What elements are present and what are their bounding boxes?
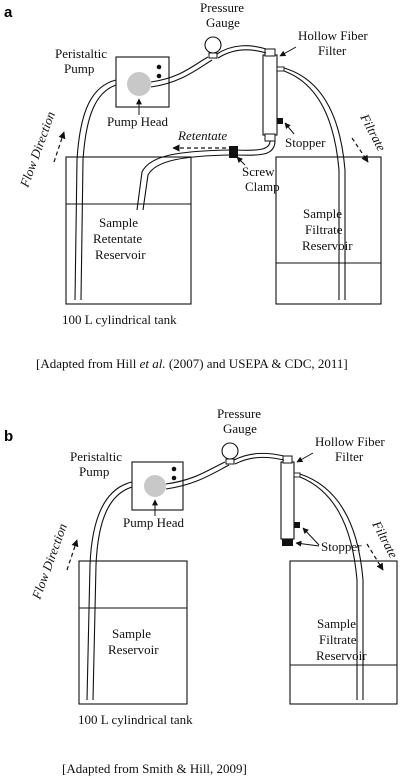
citation-a-etal: et al. (140, 356, 166, 371)
peristaltic-label-b-2: Pump (79, 464, 109, 479)
hollow-fiber-arrow-b (296, 452, 314, 463)
flow-direction-label-a: Flow Direction (16, 109, 58, 190)
right-tank-label-a-2: Filtrate (305, 222, 343, 237)
citation-a-pre: [Adapted from Hill (36, 356, 140, 371)
citation-a-post: (2007) and USEPA & CDC, 2011] (166, 356, 348, 371)
pump-knob-a-1 (156, 64, 162, 70)
retentate-label-a: Retentate (177, 128, 227, 143)
right-tank-label-b-1: Sample (317, 616, 356, 631)
peristaltic-pump-a (115, 56, 170, 108)
filter-cap-bottom-a (264, 133, 276, 142)
gauge-fitting-a (208, 52, 218, 59)
gauge-fitting-b (225, 458, 235, 465)
hollow-fiber-label-a-1: Hollow Fiber (298, 28, 368, 43)
flow-direction-arrow-b (66, 539, 79, 571)
panel-b: b Pressure Gaug (4, 406, 401, 776)
filtrate-tank (275, 156, 382, 305)
tank-caption-a: 100 L cylindrical tank (62, 312, 177, 327)
hollow-fiber-filter-a (262, 54, 278, 136)
right-tank-label-a-3: Reservoir (302, 238, 353, 253)
stopper-arrow-b-1 (295, 540, 320, 547)
pressure-gauge-label-a-1: Pressure (200, 0, 244, 15)
pump-head-label-b: Pump Head (123, 515, 185, 530)
tank-caption-b: 100 L cylindrical tank (78, 712, 193, 727)
filter-port-top-b (293, 472, 301, 478)
pump-knob-a-2 (156, 73, 162, 79)
hollow-fiber-arrow-a (279, 46, 297, 57)
filtrate-arrow-b (366, 543, 384, 571)
hollow-fiber-label-a-2: Filter (318, 43, 347, 58)
hollow-fiber-label-b-2: Filter (335, 449, 364, 464)
stopper-bottom-b (282, 539, 293, 546)
right-tank-label-b-3: Reservoir (316, 648, 367, 663)
screw-clamp-label-a-2: Clamp (245, 179, 280, 194)
filtrate-label-b: Filtrate (369, 517, 401, 560)
stopper-label-b: Stopper (321, 539, 362, 554)
left-tank-label-a-2: Retentate (93, 231, 142, 246)
peristaltic-label-a-2: Pump (64, 61, 94, 76)
tubing-a (74, 45, 346, 301)
pressure-gauge-label-b-1: Pressure (217, 406, 261, 421)
filter-cap-top-b (282, 455, 293, 464)
left-tank-label-a-1: Sample (99, 215, 138, 230)
sample-tank-b (78, 560, 188, 705)
filter-cap-top-a (264, 48, 276, 57)
filtrate-arrow-a (351, 137, 369, 163)
tubing-b (86, 452, 364, 701)
left-tank-label-b-2: Reservoir (108, 642, 159, 657)
left-tank-label-a-3: Reservoir (95, 247, 146, 262)
stopper-a (277, 118, 283, 124)
flow-direction-label-b: Flow Direction (28, 521, 70, 602)
right-tank-label-a-1: Sample (303, 206, 342, 221)
peristaltic-label-b-1: Peristaltic (70, 449, 122, 464)
pump-knob-b-2 (171, 475, 177, 481)
pressure-gauge-label-b-2: Gauge (223, 421, 257, 436)
pressure-gauge-label-a-2: Gauge (206, 15, 240, 30)
left-tank-label-b-1: Sample (112, 626, 151, 641)
filtrate-tank-b (289, 560, 398, 705)
pump-head-a (127, 72, 151, 96)
citation-a: [Adapted from Hill et al. (2007) and USE… (36, 356, 348, 371)
stopper-arrow-a (284, 122, 295, 135)
stopper-side-b (294, 522, 300, 528)
pressure-gauge-a (204, 36, 222, 54)
pressure-gauge-b (221, 442, 239, 460)
hollow-fiber-filter-b (280, 461, 295, 540)
pump-head-label-a: Pump Head (107, 114, 169, 129)
stopper-label-a: Stopper (285, 135, 326, 150)
filter-port-top-a (276, 66, 285, 72)
stopper-arrow-b-2 (302, 527, 320, 546)
screw-clamp-arrow-a (236, 156, 246, 166)
flow-direction-arrow-a (53, 131, 66, 163)
citation-b: [Adapted from Smith & Hill, 2009] (62, 761, 247, 776)
hollow-fiber-label-b-1: Hollow Fiber (315, 434, 385, 449)
pump-knob-b-1 (171, 466, 177, 472)
panel-a: a (4, 0, 389, 371)
pump-head-b (144, 475, 166, 497)
retentate-tank (65, 156, 192, 305)
right-tank-label-b-2: Filtrate (319, 632, 357, 647)
panel-b-letter: b (4, 428, 13, 445)
screw-clamp-a (229, 146, 238, 158)
screw-clamp-label-a-1: Screw (242, 164, 275, 179)
peristaltic-label-a-1: Peristaltic (55, 46, 107, 61)
filtrate-label-a: Filtrate (357, 110, 389, 153)
panel-a-letter: a (4, 4, 13, 21)
